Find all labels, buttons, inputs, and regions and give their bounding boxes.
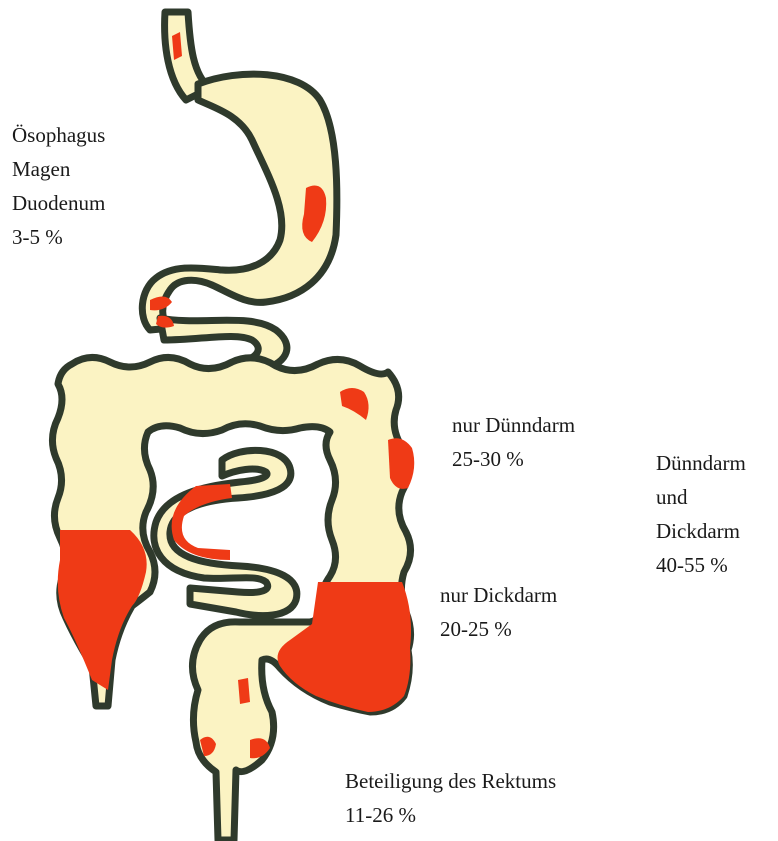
- rectum-involvement-label-line1: Beteiligung des Rektums: [345, 764, 556, 798]
- small-and-large-intestine-label-line3: Dickdarm: [656, 514, 746, 548]
- upper-gi-label-line3: Duodenum: [12, 186, 105, 220]
- sigmoid-lesion: [238, 678, 250, 704]
- small-and-large-intestine-label: Dünndarm und Dickdarm 40-55 %: [656, 446, 746, 582]
- small-and-large-intestine-label-line1: Dünndarm: [656, 446, 746, 480]
- small-intestine-only-label-line1: nur Dünndarm: [452, 408, 575, 442]
- small-and-large-intestine-label-line4: 40-55 %: [656, 548, 746, 582]
- right-colon-lesion: [388, 438, 414, 489]
- small-and-large-intestine-label-line2: und: [656, 480, 746, 514]
- upper-gi-label-line1: Ösophagus: [12, 118, 105, 152]
- rectum-involvement-label: Beteiligung des Rektums 11-26 %: [345, 764, 556, 832]
- rectum-involvement-label-line2: 11-26 %: [345, 798, 556, 832]
- upper-gi-label-line4: 3-5 %: [12, 220, 105, 254]
- large-intestine-only-label: nur Dickdarm 20-25 %: [440, 578, 557, 646]
- large-intestine-only-label-line1: nur Dickdarm: [440, 578, 557, 612]
- upper-gi-label-line2: Magen: [12, 152, 105, 186]
- large-intestine-only-label-line2: 20-25 %: [440, 612, 557, 646]
- small-intestine-only-label-line2: 25-30 %: [452, 442, 575, 476]
- small-intestine-only-label: nur Dünndarm 25-30 %: [452, 408, 575, 476]
- upper-gi-label: Ösophagus Magen Duodenum 3-5 %: [12, 118, 105, 254]
